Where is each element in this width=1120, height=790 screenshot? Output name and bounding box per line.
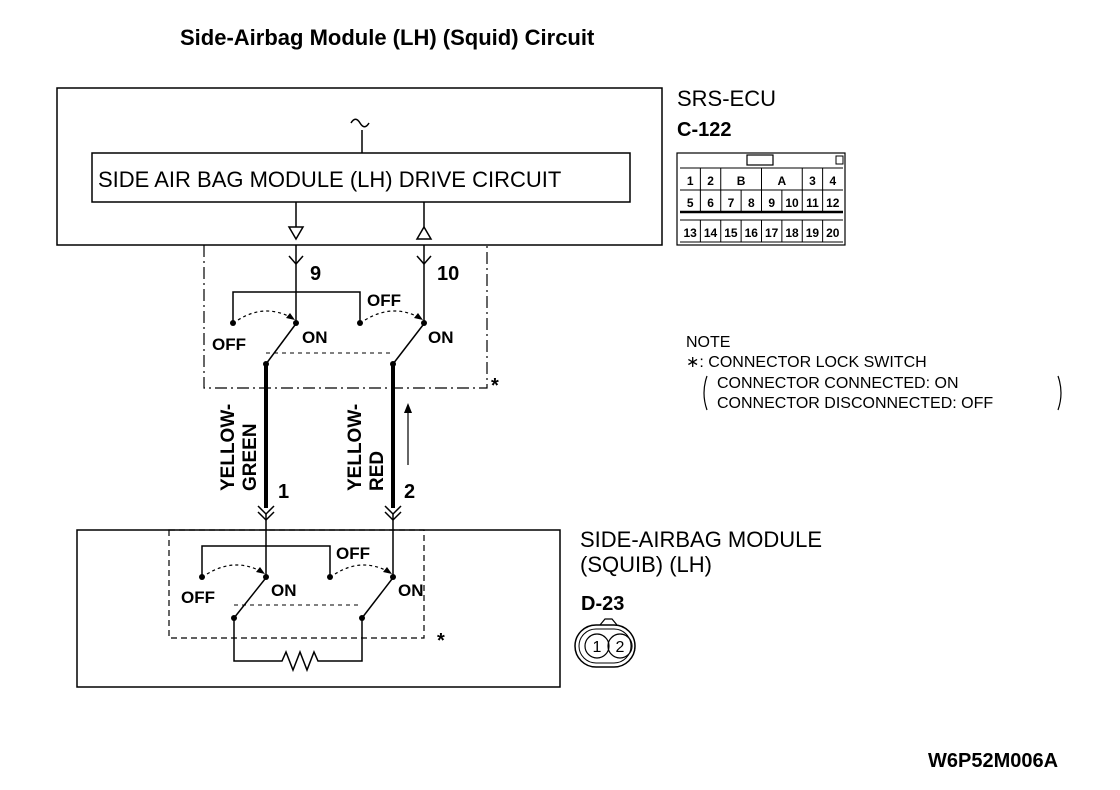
switch-arrow-icon [383,567,392,574]
module-connector-id: D-23 [581,593,624,615]
ecu-cavity-B: B [737,174,746,188]
switch-arrow-icon [414,313,423,320]
ecu-cavity-19: 19 [806,226,820,240]
side-airbag-module-box [76,529,561,688]
switch-on-label-right-module: ON [398,581,424,600]
ecu-connector-id: C-122 [677,119,731,141]
note-line2: CONNECTOR CONNECTED: ON [717,375,959,392]
switch-off-label-left-ecu: OFF [212,335,246,354]
ecu-cavity-11: 11 [806,196,819,210]
terminal-10-marker-icon [416,255,432,266]
note-line3: CONNECTOR DISCONNECTED: OFF [717,395,993,412]
ecu-cavity-1: 1 [687,174,694,188]
note-line1: ∗: CONNECTOR LOCK SWITCH [686,354,927,371]
switch-on-contact-right-ecu [421,320,427,326]
switch-on-label-right-ecu: ON [428,328,454,347]
switch-on-contact-right-module [390,574,396,580]
triangle-down-icon [287,226,305,241]
terminal-10-label: 10 [437,263,459,285]
switch-on-contact-left-ecu [293,320,299,326]
switch-off-contact-right-module [327,574,333,580]
ecu-cavity-A: A [778,174,787,188]
switch-bypass-link-ecu [232,291,361,323]
switch-bypass-link-module [201,545,331,577]
switch-on-label-left-module: ON [271,581,297,600]
ecu-cavity-14: 14 [704,226,718,240]
switch-blade-right-ecu [392,324,424,365]
module-name-line2: (SQUIB) (LH) [580,552,712,577]
note-paren-right [1057,375,1062,411]
switch-travel-arc-left-module [206,564,263,575]
pin-1-circle [584,633,610,659]
switch-arrow-icon [256,567,265,574]
note-paren-left [703,375,708,411]
connector-lock-enclosure-ecu [203,245,488,389]
ecu-cavity-16: 16 [745,226,759,240]
ecu-cavity-7: 7 [728,196,735,210]
drive-circuit-box [91,152,631,203]
asterisk-module: * [437,630,445,652]
wire-right-color-line2: RED [367,451,388,491]
pin-2-circle [607,633,633,659]
ecu-cavity-10: 10 [785,196,799,210]
ecu-cavity-4: 4 [829,174,836,188]
switch-arrow-icon [286,313,295,320]
ecu-cavity-20: 20 [826,226,840,240]
ecu-cavity-9: 9 [768,196,775,210]
terminal-1-label: 1 [278,481,289,503]
ecu-cavity-2: 2 [707,174,714,188]
module-connector-face: 1 2 [574,618,636,668]
switch-off-contact-left-ecu [230,320,236,326]
pin-1-label: 1 [593,639,602,656]
wire-right-color-line1: YELLOW- [345,404,366,491]
ecu-cavity-6: 6 [707,196,714,210]
ecu-cavity-17: 17 [765,226,779,240]
arrow-up-icon [404,403,412,413]
power-tilde-icon [350,118,370,128]
switch-off-label-right-module: OFF [336,544,370,563]
switch-on-contact-left-module [263,574,269,580]
terminal-9-marker-icon [288,255,304,266]
ecu-cavity-12: 12 [826,196,840,210]
srs-ecu-box [56,87,663,246]
ecu-name: SRS-ECU [677,86,776,111]
connector-lock-enclosure-module [168,529,425,639]
switch-travel-arc-left-ecu [237,310,293,321]
terminal-9-label: 9 [310,263,321,285]
ecu-cavity-15: 15 [724,226,738,240]
switch-off-contact-left-module [199,574,205,580]
terminal-2-label: 2 [404,481,415,503]
ecu-cavity-8: 8 [748,196,755,210]
switch-on-label-left-ecu: ON [302,328,328,347]
drive-circuit-label: SIDE AIR BAG MODULE (LH) DRIVE CIRCUIT [98,167,561,192]
module-name-line1: SIDE-AIRBAG MODULE [580,527,822,552]
switch-blade-right-module [361,578,393,619]
ecu-cavity-13: 13 [684,226,698,240]
squib-resistor-icon [233,618,363,673]
switch-travel-arc-right-module [334,564,390,575]
switch-off-label-right-ecu: OFF [367,291,401,310]
figure-id: W6P52M006A [928,750,1058,772]
triangle-up-icon [415,225,433,240]
diagram-title: Side-Airbag Module (LH) (Squid) Circuit [180,25,595,50]
ecu-cavity-18: 18 [785,226,799,240]
switch-off-label-left-module: OFF [181,588,215,607]
switch-blade-left-module [233,578,266,619]
ecu-cavity-3: 3 [809,174,816,188]
pin-2-label: 2 [616,639,625,656]
asterisk-ecu: * [491,375,499,397]
switch-off-contact-right-ecu [357,320,363,326]
switch-travel-arc-right-ecu [364,310,421,321]
wire-left-color-line1: YELLOW- [218,404,239,491]
wire-left-color-line2: GREEN [240,423,261,491]
switch-blade-left-ecu [265,324,296,365]
note-heading: NOTE [686,334,730,351]
ecu-cavity-5: 5 [687,196,694,210]
